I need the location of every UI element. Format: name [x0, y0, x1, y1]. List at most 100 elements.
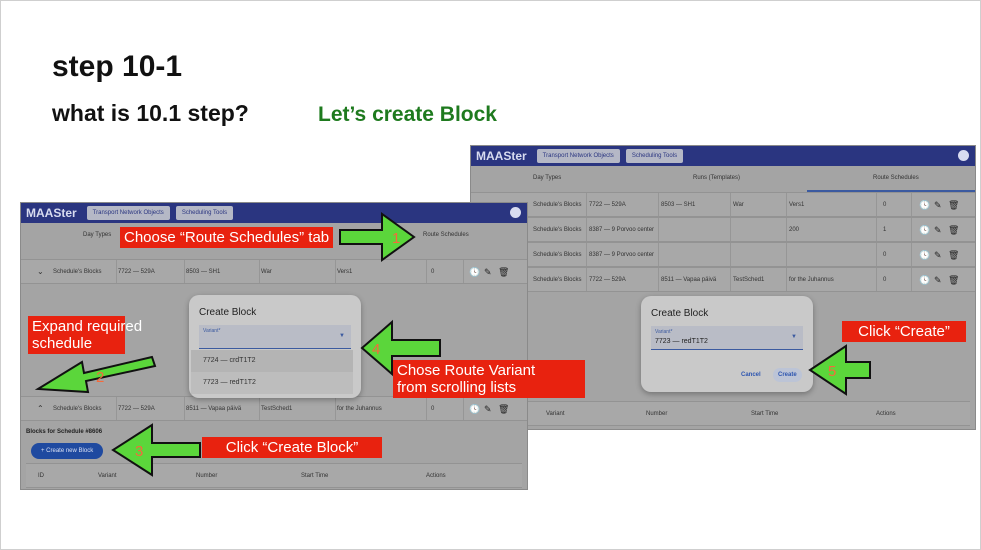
callout-step-5: Click “Create”	[842, 321, 966, 342]
column-divider	[426, 260, 427, 283]
clock-icon[interactable]: 🕓	[919, 275, 931, 285]
clock-icon[interactable]: 🕓	[919, 225, 931, 235]
column-divider	[876, 193, 877, 216]
column-divider	[586, 243, 587, 266]
column-header: Number	[196, 473, 218, 479]
column-header: Actions	[876, 411, 896, 417]
row-label: Schedule's Blocks	[533, 252, 582, 258]
delete-icon[interactable]: 🗑	[948, 200, 960, 210]
create-new-block-button[interactable]: + Create new Block	[31, 443, 104, 459]
cell-route: 7722 — 529A	[589, 277, 626, 283]
delete-icon[interactable]: 🗑	[948, 225, 960, 235]
cell-route: 7722 — 529A	[118, 406, 155, 412]
edit-icon[interactable]: ✎	[934, 250, 942, 260]
account-icon[interactable]	[958, 150, 969, 161]
nav-scheduling-tools[interactable]: Scheduling Tools	[175, 206, 234, 220]
tab-bar: Day Types Route Schedules	[21, 223, 527, 249]
create-button[interactable]: Create	[773, 368, 802, 382]
dialog-title: Create Block	[651, 308, 709, 319]
delete-icon[interactable]: 🗑	[498, 267, 510, 277]
column-divider	[586, 193, 587, 216]
column-divider	[184, 397, 185, 420]
clock-icon[interactable]: 🕓	[469, 267, 481, 277]
cell-route: 7722 — 529A	[118, 269, 155, 275]
column-divider	[730, 218, 731, 241]
column-divider	[586, 218, 587, 241]
tab-day-types[interactable]: Day Types	[533, 175, 562, 181]
step-number: 4	[372, 341, 380, 358]
app-bar: MAASter Transport Network Objects Schedu…	[21, 203, 527, 223]
delete-icon[interactable]: 🗑	[498, 404, 510, 414]
tab-bar: Day Types Runs (Templates) Route Schedul…	[471, 166, 975, 192]
arrow-down-left-icon	[34, 355, 157, 394]
account-icon[interactable]	[510, 207, 521, 218]
column-divider	[786, 243, 787, 266]
column-divider	[259, 260, 260, 283]
column-divider	[116, 397, 117, 420]
variant-option[interactable]: 7724 — crdT1T2	[191, 350, 353, 372]
expand-chevron-icon[interactable]: ⌄	[37, 267, 44, 276]
tab-route-schedules[interactable]: Route Schedules	[873, 175, 919, 181]
app-bar: MAASter Transport Network Objects Schedu…	[471, 146, 975, 166]
row-label: Schedule's Blocks	[533, 202, 582, 208]
variant-label: Variant*	[203, 328, 221, 334]
clock-icon[interactable]: 🕓	[919, 250, 931, 260]
clock-icon[interactable]: 🕓	[469, 404, 481, 414]
column-header: ID	[38, 473, 44, 479]
cell-count: 0	[431, 269, 435, 275]
cancel-button[interactable]: Cancel	[741, 372, 761, 378]
column-divider	[876, 218, 877, 241]
blocks-section-title: Blocks for Schedule #8606	[26, 429, 103, 435]
step-number: 3	[135, 443, 143, 460]
variant-select[interactable]: Variant* 7723 — redT1T2 ▼	[651, 326, 803, 350]
column-divider	[586, 268, 587, 291]
column-header: Variant	[546, 411, 565, 417]
callout-text: schedule	[32, 335, 93, 352]
column-divider	[730, 268, 731, 291]
delete-icon[interactable]: 🗑	[948, 275, 960, 285]
expand-chevron-icon[interactable]: ⌃	[37, 404, 44, 413]
delete-icon[interactable]: 🗑	[948, 250, 960, 260]
clock-icon[interactable]: 🕓	[919, 200, 931, 210]
tab-runs[interactable]: Runs (Templates)	[693, 175, 741, 181]
column-divider	[911, 268, 912, 291]
arrow-right-icon	[339, 212, 416, 262]
edit-icon[interactable]: ✎	[934, 225, 942, 235]
column-divider	[463, 397, 464, 420]
variant-label: Variant*	[655, 329, 673, 335]
tab-route-schedules[interactable]: Route Schedules	[423, 232, 469, 238]
edit-icon[interactable]: ✎	[484, 267, 492, 277]
nav-scheduling-tools[interactable]: Scheduling Tools	[625, 149, 684, 163]
nav-transport-network-objects[interactable]: Transport Network Objects	[86, 206, 170, 220]
cell-name: TestSched1	[261, 406, 293, 412]
cell-count: 0	[431, 406, 435, 412]
edit-icon[interactable]: ✎	[934, 200, 942, 210]
slide-title: step 10-1	[52, 50, 183, 83]
cell-desc: 200	[789, 227, 800, 233]
variant-option[interactable]: 7723 — redT1T2	[191, 372, 353, 394]
column-divider	[184, 260, 185, 283]
column-divider	[658, 243, 659, 266]
column-divider	[876, 268, 877, 291]
edit-icon[interactable]: ✎	[484, 404, 492, 414]
step-number: 1	[392, 230, 400, 247]
dropdown-caret-icon: ▼	[339, 333, 345, 339]
column-divider	[658, 218, 659, 241]
variant-options-list: 7724 — crdT1T2 7723 — redT1T2	[191, 350, 353, 396]
app-brand: MAASter	[26, 206, 77, 220]
cell-count: 0	[883, 277, 887, 283]
variant-select[interactable]: Variant* ▼	[199, 325, 351, 349]
create-block-dialog: Create Block Variant* 7723 — redT1T2 ▼ C…	[641, 296, 813, 392]
column-divider	[911, 193, 912, 216]
tab-day-types[interactable]: Day Types	[83, 232, 112, 238]
edit-icon[interactable]: ✎	[934, 275, 942, 285]
nav-transport-network-objects[interactable]: Transport Network Objects	[536, 149, 620, 163]
column-header: Actions	[426, 473, 446, 479]
